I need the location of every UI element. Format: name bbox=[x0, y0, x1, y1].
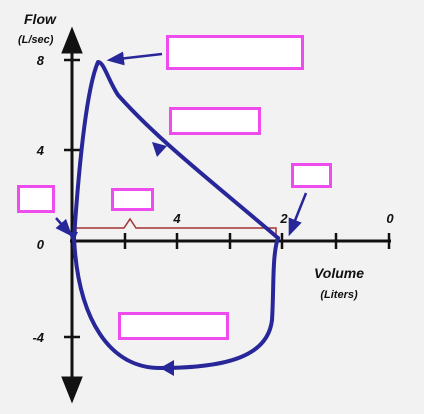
y-axis-title: Flow bbox=[24, 11, 57, 27]
label-box-peak-expiratory-flow bbox=[166, 35, 304, 70]
label-box-residual-volume bbox=[17, 185, 55, 213]
total-capacity-pointer-arrow bbox=[288, 192, 308, 237]
x-tick-label-4: 4 bbox=[172, 211, 181, 226]
y-axis-unit: (L/sec) bbox=[18, 34, 54, 46]
y-tick-label-8: 8 bbox=[37, 53, 45, 68]
x-tick-label-0: 0 bbox=[386, 211, 394, 226]
label-box-total-lung-capacity bbox=[291, 163, 332, 188]
y-tick-label-0: 0 bbox=[37, 237, 45, 252]
residual-volume-pointer-arrow bbox=[55, 217, 73, 237]
label-box-inspiration-curve bbox=[118, 312, 229, 340]
expiratory-curve bbox=[72, 60, 280, 240]
expiration-direction-arrow bbox=[152, 142, 167, 157]
x-axis-unit: (Liters) bbox=[320, 289, 358, 301]
label-box-expiration-curve bbox=[169, 107, 261, 135]
peak-flow-pointer-arrow bbox=[106, 51, 163, 66]
x-axis-title: Volume bbox=[314, 265, 364, 281]
label-box-vital-capacity bbox=[111, 188, 154, 211]
inspiration-direction-arrow bbox=[160, 360, 174, 376]
inspiratory-curve bbox=[72, 236, 280, 370]
y-tick-label-4: 4 bbox=[36, 143, 45, 158]
x-tick-label-2: 2 bbox=[279, 211, 288, 226]
y-tick-label-neg4: -4 bbox=[32, 330, 44, 345]
